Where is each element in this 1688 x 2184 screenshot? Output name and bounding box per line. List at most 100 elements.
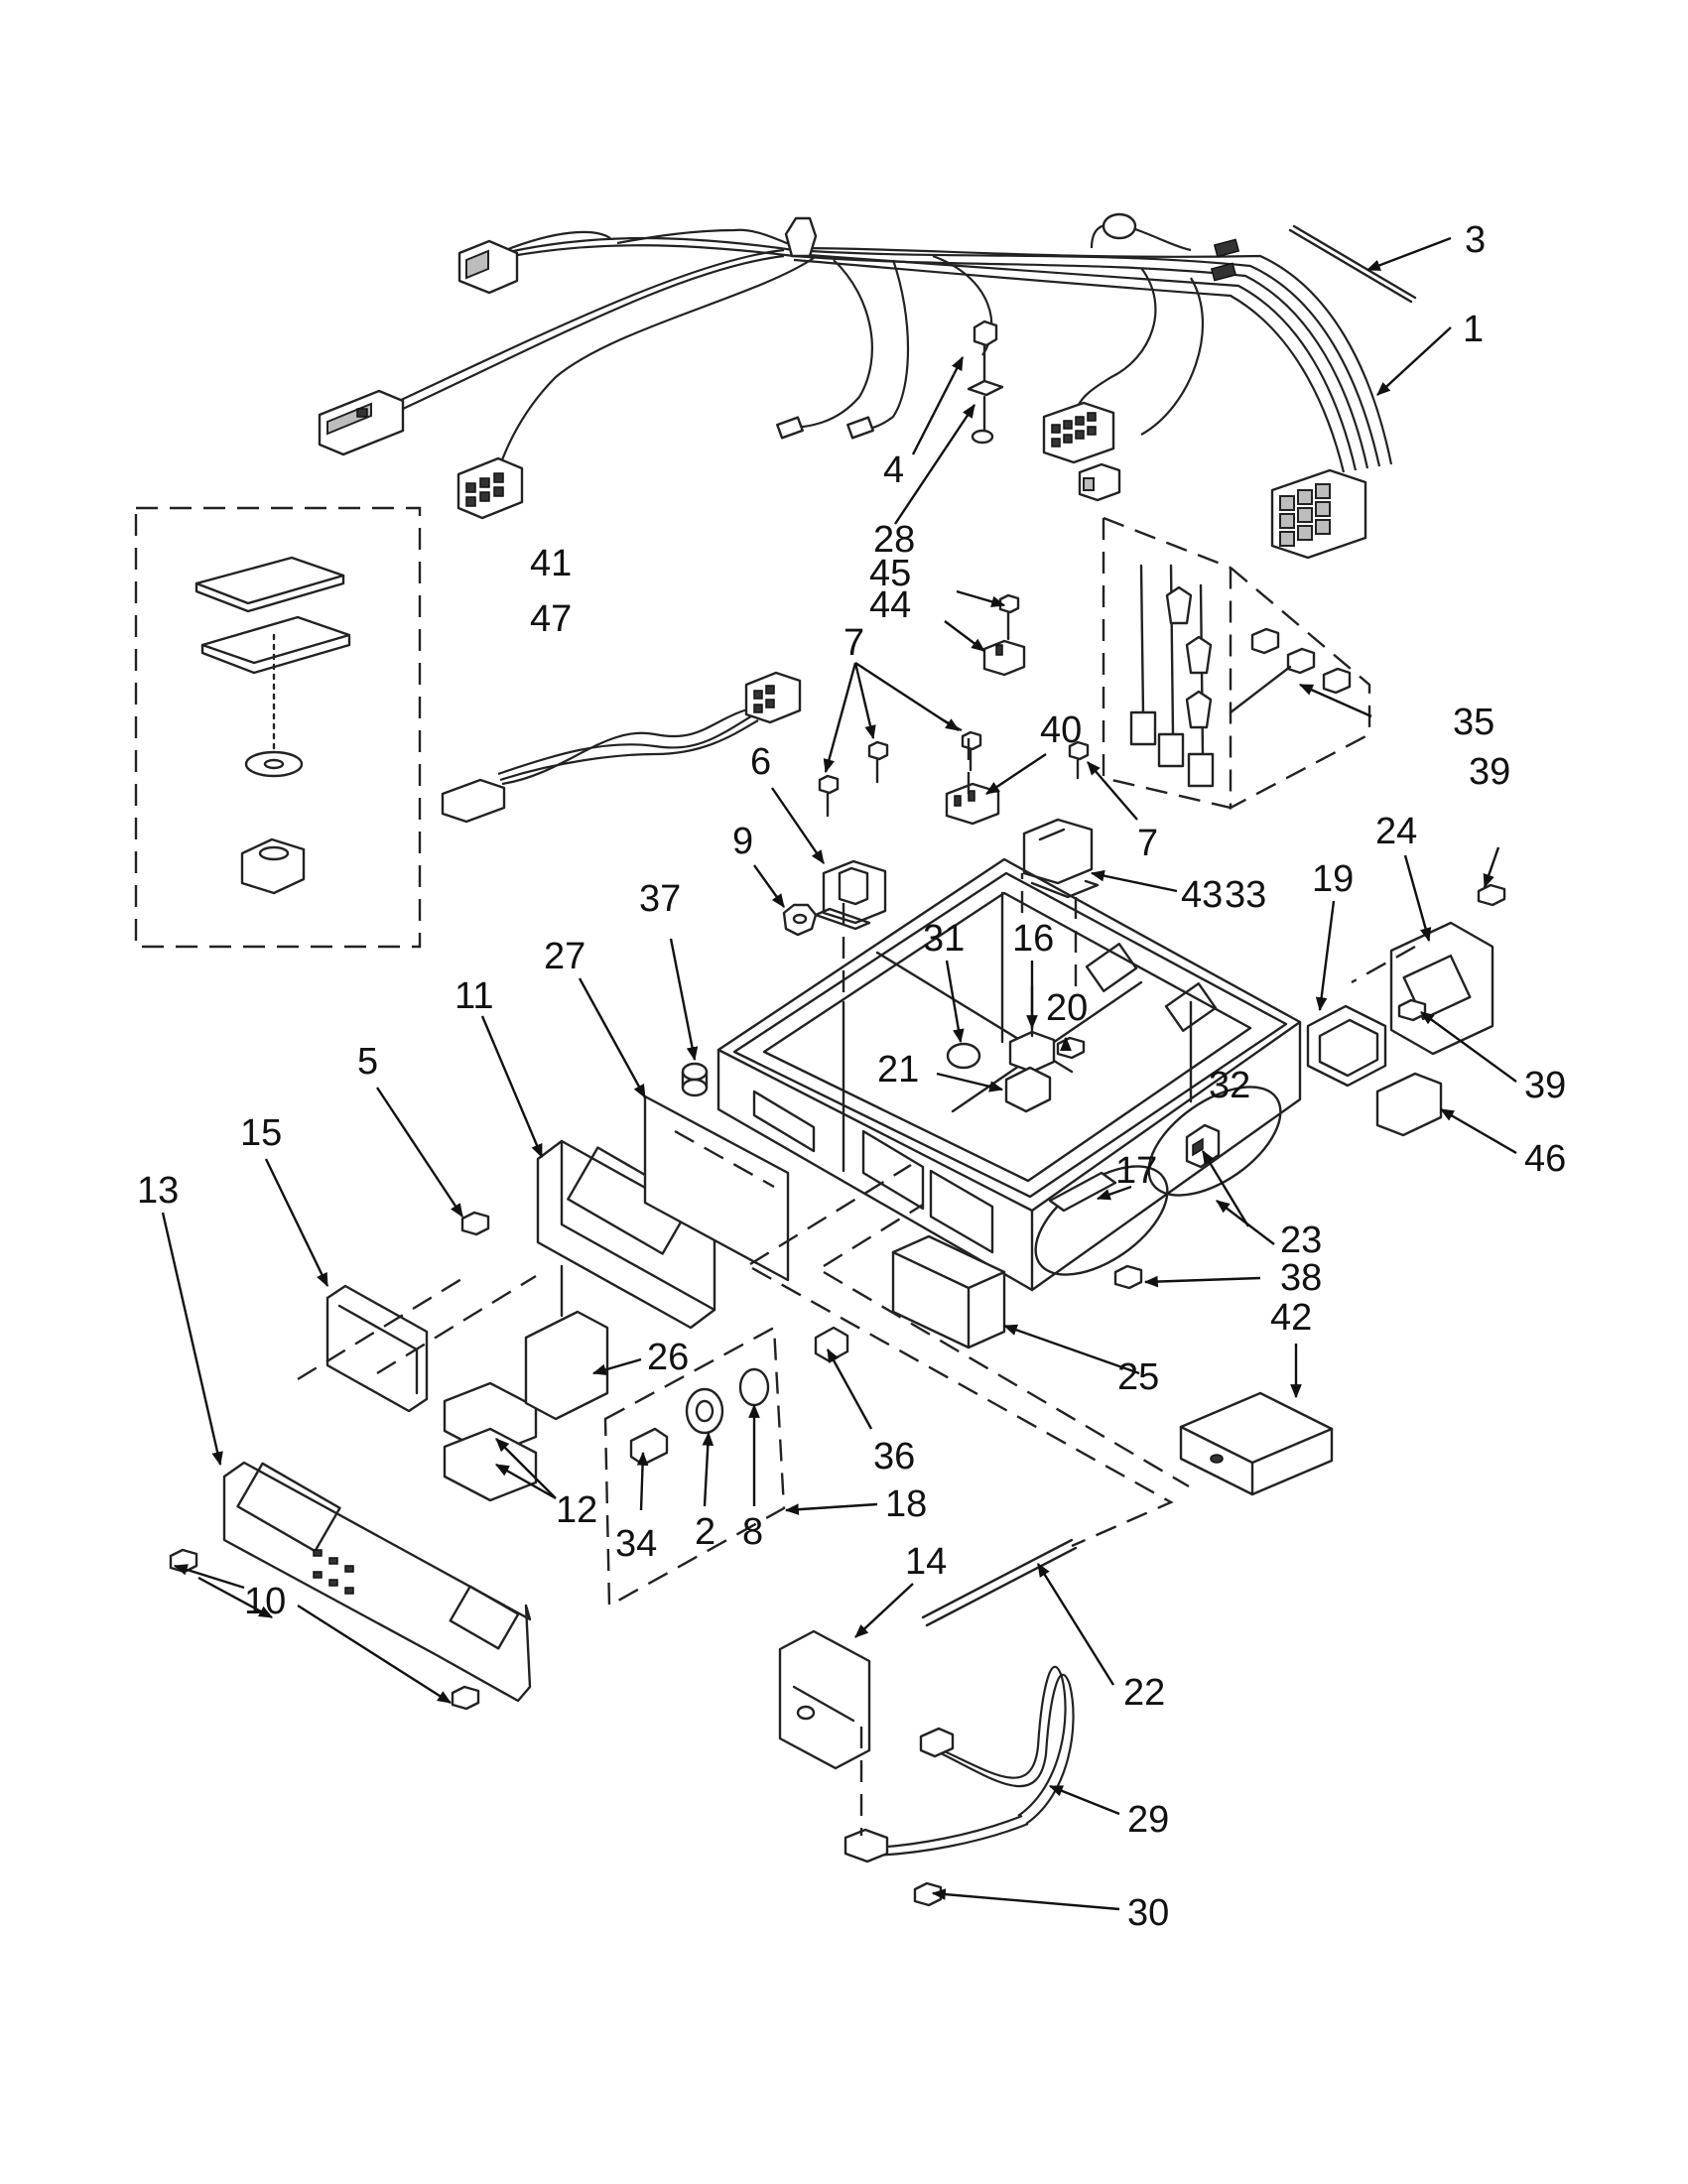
callout-33: 33 (1225, 874, 1266, 916)
connector-left-large (318, 389, 405, 456)
callout-7b: 7 (1137, 823, 1158, 864)
callout-32: 32 (1209, 1065, 1250, 1106)
callout-40: 40 (1040, 709, 1082, 751)
group-18-boundary (603, 1326, 786, 1608)
callout-8: 8 (742, 1511, 763, 1553)
callout-12: 12 (556, 1489, 597, 1531)
terminal-block-40 (945, 782, 1000, 826)
connector-small-d (1210, 262, 1237, 282)
screw-5 (460, 1211, 490, 1236)
callout-1: 1 (1463, 309, 1484, 350)
callout-47: 47 (530, 598, 572, 640)
harness-grommet (1102, 212, 1137, 240)
terminal-34 (629, 1427, 669, 1467)
keypads-12 (443, 1381, 538, 1502)
assembly-41-boundary (134, 506, 422, 949)
callout-30: 30 (1127, 1892, 1169, 1934)
assembly-lines (297, 712, 1416, 1836)
callout-45: 45 (869, 553, 911, 594)
clip-36 (814, 1326, 849, 1363)
group-35-boundary (1229, 567, 1371, 810)
callout-17: 17 (1115, 1150, 1157, 1192)
harness-29 (844, 1665, 1075, 1863)
callout-9: 9 (732, 821, 753, 862)
screws-7 (818, 730, 1090, 818)
bracket-assembly-14 (778, 1629, 871, 1770)
screw-20 (1056, 1036, 1086, 1060)
callout-36: 36 (873, 1436, 915, 1477)
group-33-top (1103, 516, 1232, 570)
callout-7a: 7 (844, 622, 864, 664)
tie-strap-edge (1292, 224, 1417, 300)
grommet-9 (782, 903, 818, 937)
harness-clip (784, 216, 818, 258)
callout-37: 37 (639, 878, 681, 920)
igniter-2 (685, 1387, 724, 1435)
callout-31: 31 (923, 918, 965, 960)
callout-26: 26 (647, 1337, 689, 1378)
display-board-15 (325, 1284, 429, 1413)
callout-46: 46 (1524, 1138, 1566, 1180)
control-panel-13 (222, 1461, 532, 1703)
callout-6: 6 (750, 741, 771, 783)
base-chassis (716, 857, 1302, 1292)
callout-labels: 1 2 3 4 5 6 7 7 8 9 10 11 12 13 14 15 16… (137, 219, 1566, 1934)
box-42 (1179, 1391, 1334, 1496)
callout-21: 21 (877, 1049, 919, 1091)
bracket-24 (1389, 921, 1494, 1056)
assembly-41-parts (195, 556, 351, 895)
callout-3: 3 (1465, 219, 1486, 261)
callout-27: 27 (544, 936, 585, 977)
connector-right-8pin (1042, 401, 1115, 464)
connector-right-large-9pin (1270, 468, 1367, 560)
connector-right-small (1078, 462, 1121, 502)
callout-11: 11 (454, 975, 493, 1017)
bracket-19 (1306, 1004, 1387, 1088)
connector-left-6pin (456, 456, 524, 520)
callout-18: 18 (885, 1483, 927, 1525)
callout-16: 16 (1012, 918, 1054, 960)
callout-25: 25 (1117, 1356, 1159, 1398)
screw-39-lower (1397, 998, 1427, 1022)
callout-44: 44 (869, 584, 911, 626)
box-25 (891, 1234, 1006, 1349)
console-bracket-11 (536, 1139, 716, 1330)
fasteners-35 (1229, 627, 1352, 714)
rod-22 (921, 1538, 1078, 1627)
callout-2: 2 (695, 1511, 715, 1553)
callout-39b: 39 (1524, 1065, 1566, 1106)
screw-and-washer (967, 320, 1004, 445)
button-31 (946, 1042, 981, 1070)
callout-39a: 39 (1469, 751, 1510, 793)
panel-27 (643, 1094, 790, 1282)
plate-26 (524, 1264, 609, 1421)
callout-43: 43 (1181, 874, 1223, 916)
callout-35: 35 (1453, 702, 1494, 743)
callout-29: 29 (1127, 1799, 1169, 1841)
connector-small-b (846, 416, 874, 440)
callout-38: 38 (1280, 1257, 1322, 1299)
connector-small-c (1213, 238, 1240, 258)
callout-28: 28 (873, 519, 915, 561)
cable-assembly-47 (441, 671, 802, 824)
connector-top-left (457, 239, 519, 295)
spacer-37 (681, 1062, 709, 1097)
callout-14: 14 (905, 1541, 947, 1583)
tie-strap (1288, 228, 1413, 304)
callout-34: 34 (615, 1523, 657, 1565)
callout-20: 20 (1046, 987, 1088, 1029)
callout-13: 13 (137, 1170, 179, 1212)
callout-10: 10 (244, 1581, 286, 1622)
bracket-17 (1048, 1171, 1117, 1213)
callout-42: 42 (1270, 1297, 1312, 1339)
callout-23: 23 (1280, 1220, 1322, 1261)
callout-41: 41 (530, 543, 572, 584)
leader-lines (161, 236, 1517, 1911)
bracket-46 (1375, 1072, 1443, 1137)
main-wire-harness (396, 222, 1393, 477)
callout-5: 5 (357, 1041, 378, 1083)
connector-small-a (776, 416, 804, 440)
wire-connectors-33 (1129, 564, 1215, 788)
callout-22: 22 (1123, 1672, 1165, 1714)
